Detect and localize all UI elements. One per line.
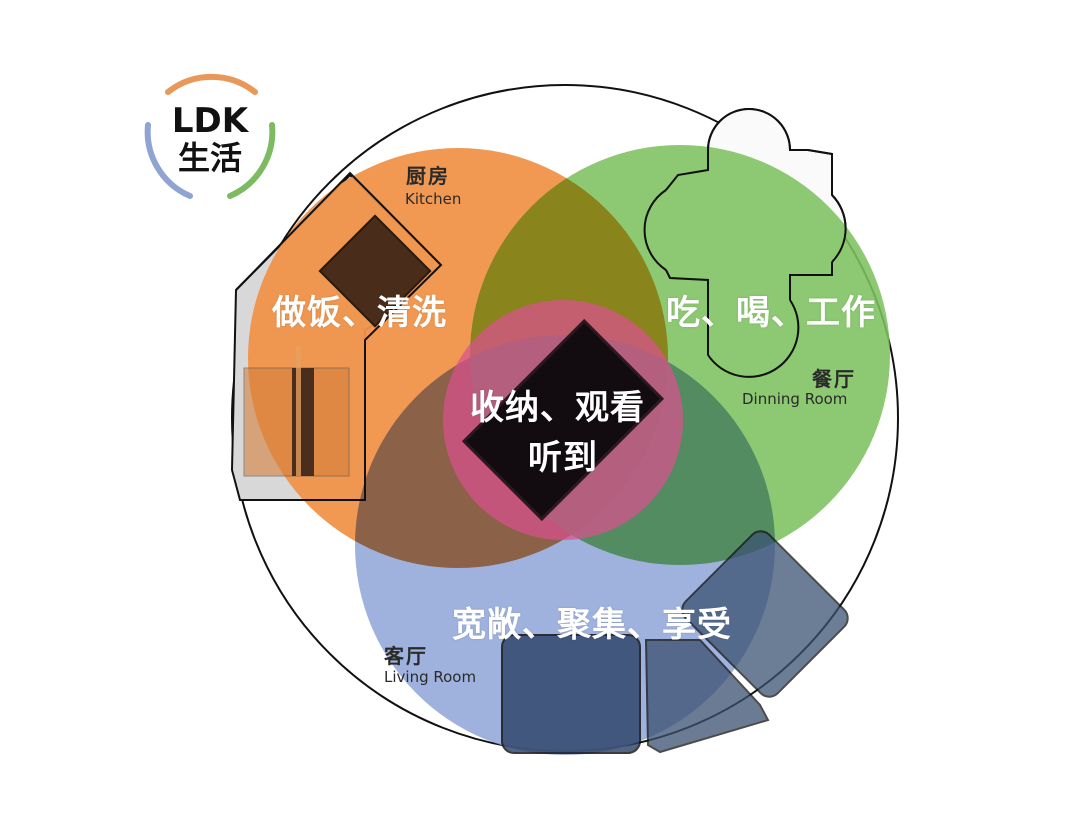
kitchen-activities: 做饭、清洗 xyxy=(272,293,447,333)
sofa-corner xyxy=(681,530,849,698)
living-activities: 宽敞、聚集、享受 xyxy=(452,605,732,645)
faucet-rail xyxy=(296,346,301,476)
dining-table-outline xyxy=(643,108,847,378)
kitchen-label-en: Kitchen xyxy=(405,190,462,208)
sofa-seat-1 xyxy=(501,634,641,754)
dining-label-zh: 餐厅 xyxy=(812,367,856,391)
sofa-seat-2 xyxy=(644,639,770,754)
tv-cabinet xyxy=(461,318,665,522)
kitchen-label-zh: 厨房 xyxy=(406,164,450,188)
sink xyxy=(292,368,314,476)
kitchen-outline xyxy=(235,171,443,501)
logo-title: LDK xyxy=(171,101,249,141)
dining-label-en: Dinning Room xyxy=(742,390,848,408)
cooktop xyxy=(318,214,432,328)
center-activities-line1: 收纳、观看 xyxy=(470,388,645,428)
logo-subtitle: 生活 xyxy=(177,139,242,177)
sofa xyxy=(501,530,849,754)
logo-arcs xyxy=(144,73,276,199)
living-label-en: Living Room xyxy=(384,668,477,686)
dining-activities: 吃、喝、工作 xyxy=(666,293,876,333)
center-activities-line2: 听到 xyxy=(528,438,598,478)
living-label-zh: 客厅 xyxy=(384,644,428,668)
